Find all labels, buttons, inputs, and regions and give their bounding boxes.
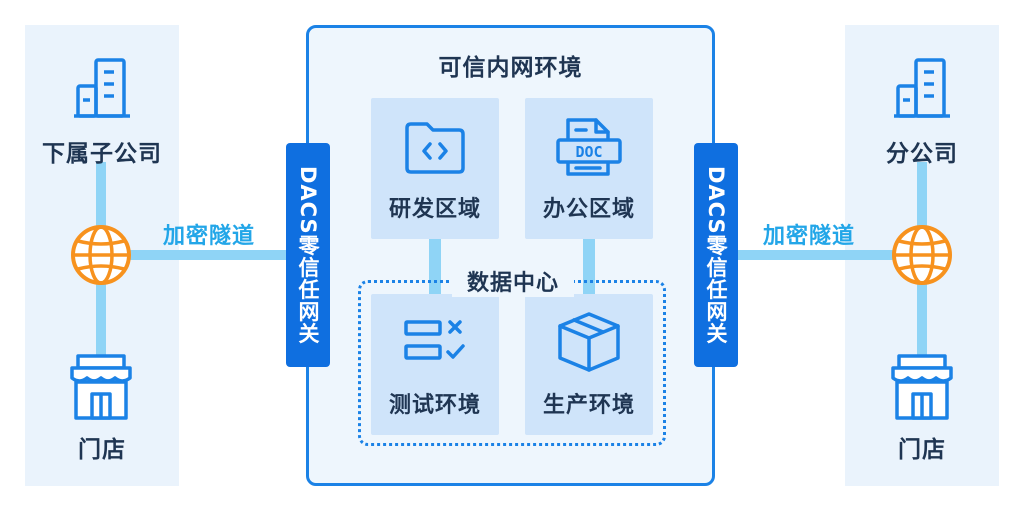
right-gateway-label: DACS零信任网关 [704,165,728,345]
zone-office-label: 办公区域 [542,197,635,222]
building-icon [74,58,130,118]
trusted-network-title: 可信内网环境 [438,55,583,81]
right-store-label: 门店 [898,437,946,463]
right-building-label: 分公司 [886,141,958,167]
globe-icon [892,225,952,285]
zone-office: DOC 办公区域 [525,98,653,239]
left-gateway: DACS零信任网关 [286,143,330,367]
zone-production: 生产环境 [525,294,653,435]
rnd-to-test-line [429,238,441,298]
zone-test: 测试环境 [371,294,499,435]
svg-text:DOC: DOC [575,143,602,161]
zone-rnd: 研发区域 [371,98,499,239]
doc-file-icon: DOC [556,118,622,176]
globe-icon [71,225,131,285]
zone-test-label: 测试环境 [388,393,481,418]
datacenter-label: 数据中心 [452,265,574,297]
office-to-production-line [583,238,595,298]
left-gateway-label: DACS零信任网关 [296,165,320,345]
left-store-label: 门店 [78,437,126,463]
store-icon [891,354,953,420]
right-tunnel-line [736,250,922,260]
box-icon [558,312,620,372]
zone-rnd-label: 研发区域 [388,197,481,222]
right-tunnel-label: 加密隧道 [763,224,856,249]
code-folder-icon [405,122,465,174]
store-icon [70,354,132,420]
left-building-label: 下属子公司 [42,141,162,167]
left-tunnel-label: 加密隧道 [163,224,256,249]
building-icon [894,58,950,118]
left-tunnel-line [102,250,288,260]
right-gateway: DACS零信任网关 [694,143,738,367]
checklist-icon [404,320,465,360]
zone-production-label: 生产环境 [542,393,635,418]
